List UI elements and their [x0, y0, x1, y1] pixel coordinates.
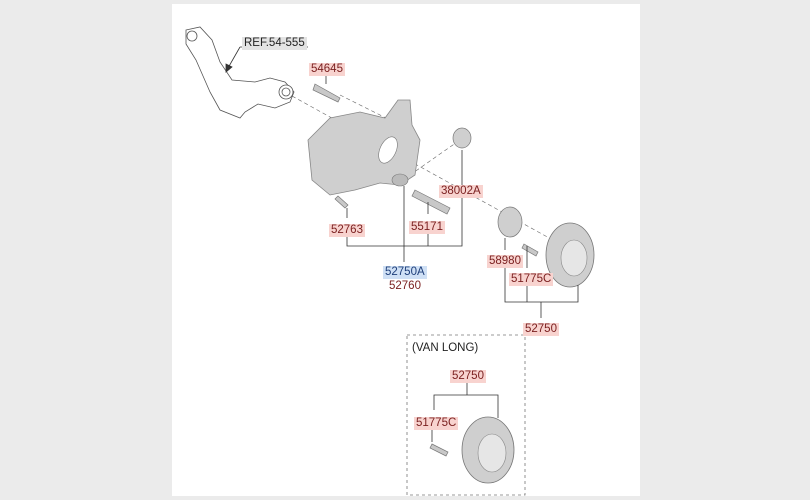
van-hub-illustration	[461, 416, 515, 484]
hub-bolt-illustration	[521, 243, 539, 257]
parts-diagram-panel: REF.54-555 54645 38002A 52763 55171 5275…	[172, 4, 640, 496]
hub-illustration	[545, 222, 595, 288]
part-label-54645[interactable]: 54645	[309, 63, 345, 76]
knuckle-illustration	[307, 99, 421, 196]
part-label-52763[interactable]: 52763	[329, 224, 365, 237]
van-long-group-box	[406, 334, 526, 496]
bolt-54645-illustration	[312, 83, 341, 103]
part-label-52760[interactable]: 52760	[389, 280, 421, 292]
part-label-58980[interactable]: 58980	[487, 255, 523, 268]
reference-label[interactable]: REF.54-555	[242, 37, 307, 50]
bushing-illustration	[452, 127, 472, 149]
van-long-part-label-52750[interactable]: 52750	[450, 370, 486, 383]
reference-arrow	[225, 46, 308, 73]
cap-illustration	[497, 206, 523, 238]
van-long-part-label-51775c[interactable]: 51775C	[414, 417, 459, 430]
van-long-title: (VAN LONG)	[412, 342, 479, 354]
bolt-52763-illustration	[334, 195, 349, 209]
part-label-38002a[interactable]: 38002A	[439, 185, 483, 198]
part-label-51775c[interactable]: 51775C	[509, 273, 554, 286]
van-hub-bolt-illustration	[429, 443, 449, 457]
part-label-52750a[interactable]: 52750A	[383, 266, 427, 279]
parts-diagram-drawing	[185, 26, 595, 496]
part-label-55171[interactable]: 55171	[409, 221, 445, 234]
trailing-arm-illustration	[185, 26, 295, 119]
bolt-55171-illustration	[411, 189, 451, 215]
part-label-52750[interactable]: 52750	[523, 323, 559, 336]
